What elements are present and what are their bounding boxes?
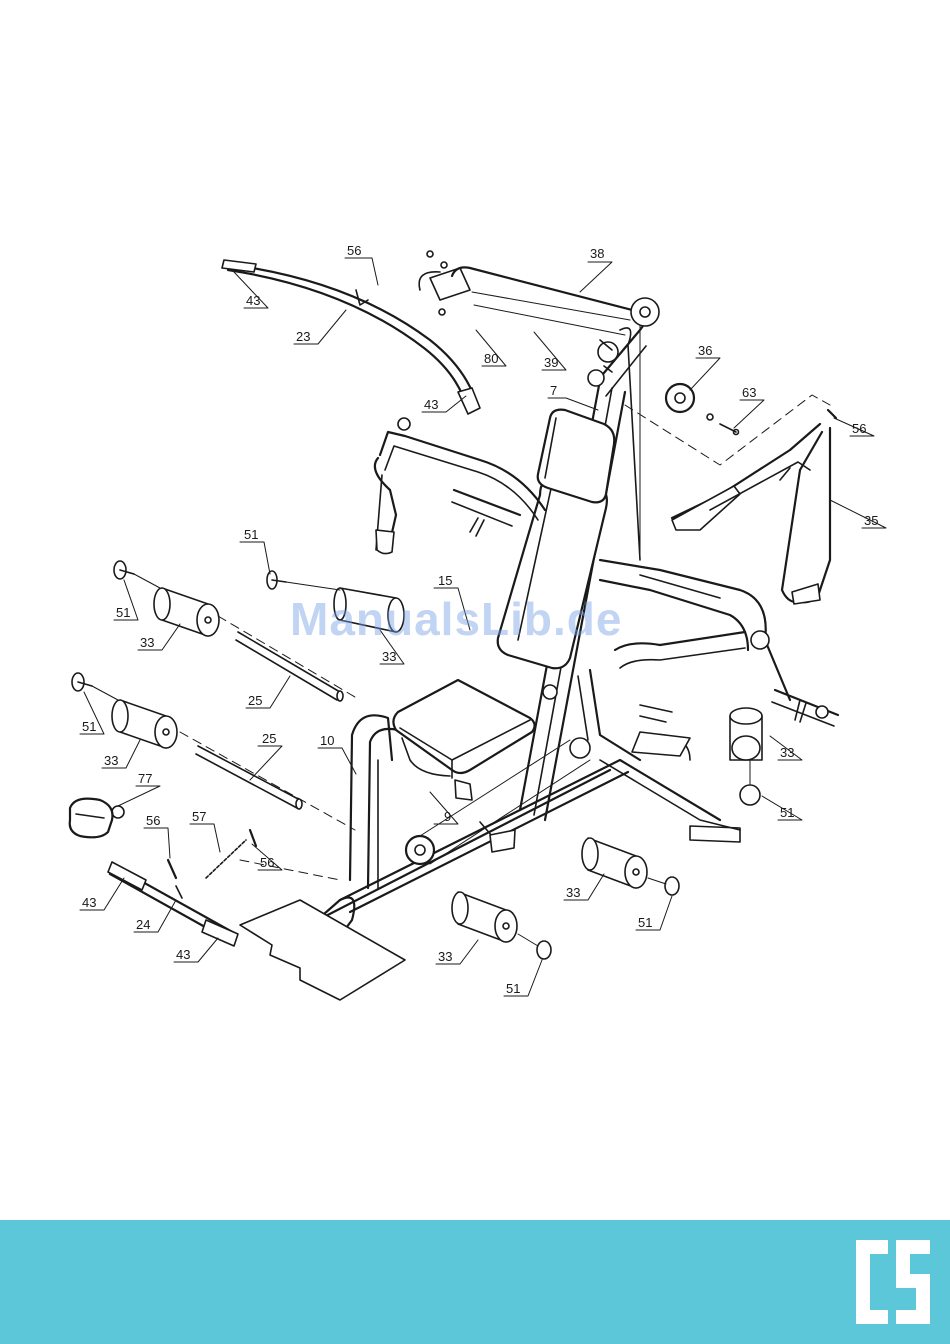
- callout-51: 51: [780, 805, 794, 820]
- callout-43: 43: [424, 397, 438, 412]
- callout-36: 36: [698, 343, 712, 358]
- callout-25: 25: [248, 693, 262, 708]
- brand-logo: [854, 1234, 932, 1330]
- callout-7: 7: [550, 383, 557, 398]
- callout-38: 38: [590, 246, 604, 261]
- callout-56: 56: [260, 855, 274, 870]
- callout-43: 43: [246, 293, 260, 308]
- callout-43: 43: [176, 947, 190, 962]
- lat-bar: [222, 260, 480, 414]
- callout-25: 25: [262, 731, 276, 746]
- top-assembly: [419, 251, 830, 465]
- callout-51: 51: [82, 719, 96, 734]
- ankle-strap: [70, 799, 124, 838]
- callout-56: 56: [347, 243, 361, 258]
- callout-43: 43: [82, 895, 96, 910]
- callout-80: 80: [484, 351, 498, 366]
- callout-10: 10: [320, 733, 334, 748]
- callout-33: 33: [566, 885, 580, 900]
- callout-56: 56: [146, 813, 160, 828]
- callout-56: 56: [852, 421, 866, 436]
- callout-33: 33: [382, 649, 396, 664]
- callout-33: 33: [104, 753, 118, 768]
- press-arm: [375, 418, 545, 554]
- callout-39: 39: [544, 355, 558, 370]
- callout-9: 9: [444, 809, 451, 824]
- watermark: ManualsLib.de: [290, 592, 622, 646]
- callout-33: 33: [140, 635, 154, 650]
- callout-51: 51: [506, 981, 520, 996]
- callout-23: 23: [296, 329, 310, 344]
- callout-15: 15: [438, 573, 452, 588]
- callout-57: 57: [192, 809, 206, 824]
- footer-band: [0, 1220, 950, 1344]
- callout-63: 63: [742, 385, 756, 400]
- callout-35: 35: [864, 513, 878, 528]
- callout-33: 33: [780, 745, 794, 760]
- callout-51: 51: [638, 915, 652, 930]
- callout-51: 51: [244, 527, 258, 542]
- seat: [393, 680, 534, 800]
- callout-33: 33: [438, 949, 452, 964]
- callout-77: 77: [138, 771, 152, 786]
- callout-24: 24: [136, 917, 150, 932]
- callout-51: 51: [116, 605, 130, 620]
